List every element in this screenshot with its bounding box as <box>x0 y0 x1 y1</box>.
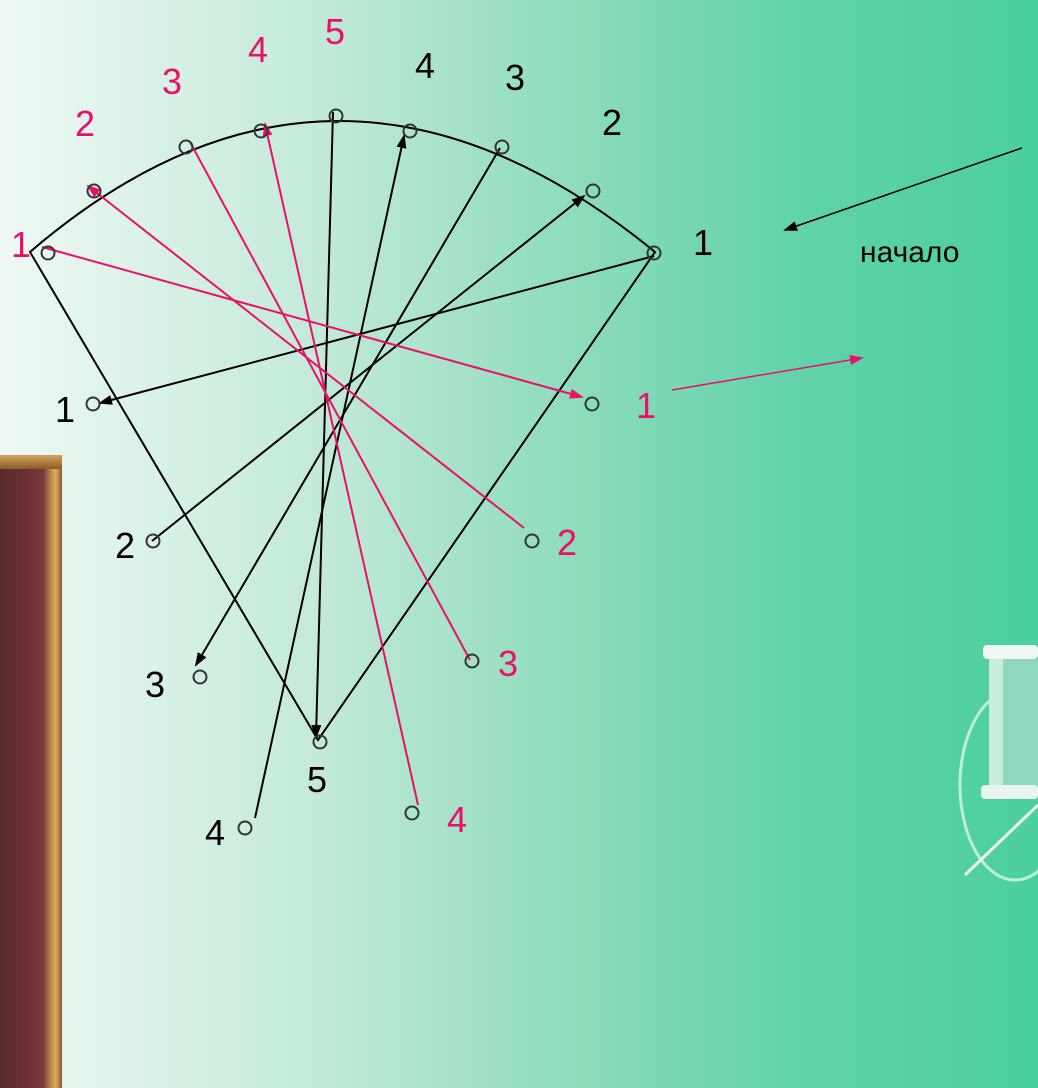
right-label-pink-2: 2 <box>557 522 577 563</box>
needle-holes <box>42 110 661 835</box>
arc-label-black-4: 4 <box>415 45 435 86</box>
right-label-pink-1: 1 <box>636 385 656 426</box>
arc-label-pink-5: 5 <box>325 11 345 52</box>
arc-label-pink-2: 2 <box>75 103 95 144</box>
arc-label-pink-3: 3 <box>162 61 182 102</box>
left-label-black-2: 2 <box>115 525 135 566</box>
right-label-pink-3: 3 <box>498 643 518 684</box>
right-label-pink-4: 4 <box>447 799 467 840</box>
left-label-black-3: 3 <box>145 664 165 705</box>
arc-label-pink-1: 1 <box>11 224 31 265</box>
left-label-black-1: 1 <box>55 389 75 430</box>
black-thread-stitches <box>100 112 654 818</box>
start-black-arrow <box>785 148 1022 230</box>
pink-thread-stitches <box>42 124 582 805</box>
arc-label-black-3: 3 <box>505 57 525 98</box>
arc-label-black-1: 1 <box>693 222 713 263</box>
start-pink-arrow <box>672 358 862 390</box>
start-label: начало <box>860 236 959 269</box>
arc-label-pink-4: 4 <box>248 29 268 70</box>
arc-label-black-2: 2 <box>602 102 622 143</box>
left-label-black-4: 4 <box>205 812 225 853</box>
bottom-label-5: 5 <box>307 759 327 800</box>
